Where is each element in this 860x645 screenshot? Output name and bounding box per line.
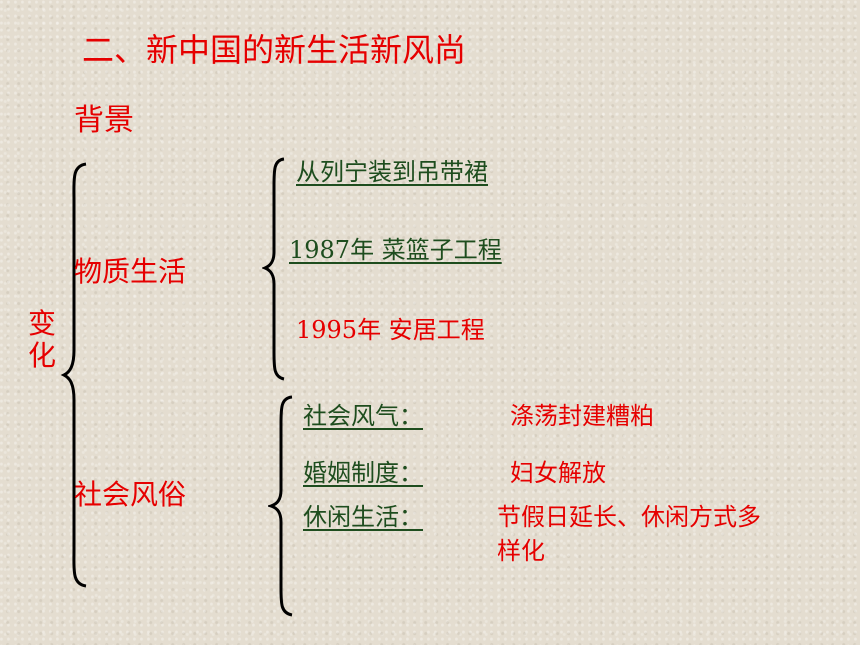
social-brace: [268, 394, 296, 618]
material-item-vegetable-basket: 1987年 菜篮子工程: [289, 236, 502, 264]
slide-title: 二、新中国的新生活新风尚: [82, 31, 467, 69]
social-customs-label: 社会风气：: [303, 402, 423, 430]
category-social-customs: 社会风俗: [74, 478, 187, 511]
marriage-value: 妇女解放: [510, 459, 606, 487]
marriage-label: 婚姻制度：: [303, 459, 423, 487]
material-item-clothing: 从列宁装到吊带裙: [296, 158, 488, 186]
main-brace: [60, 160, 90, 590]
leisure-label: 休闲生活：: [303, 503, 423, 531]
leisure-value-line2: 样化: [497, 537, 545, 565]
change-label-top: 变: [28, 307, 57, 340]
change-label-bottom: 化: [28, 339, 57, 372]
material-item-housing: 1995年 安居工程: [296, 316, 485, 344]
social-customs-value: 涤荡封建糟粕: [510, 402, 654, 430]
category-material-life: 物质生活: [74, 255, 187, 288]
material-brace: [262, 156, 288, 382]
leisure-value-line1: 节假日延长、休闲方式多: [497, 503, 761, 531]
background-heading: 背景: [74, 103, 134, 138]
